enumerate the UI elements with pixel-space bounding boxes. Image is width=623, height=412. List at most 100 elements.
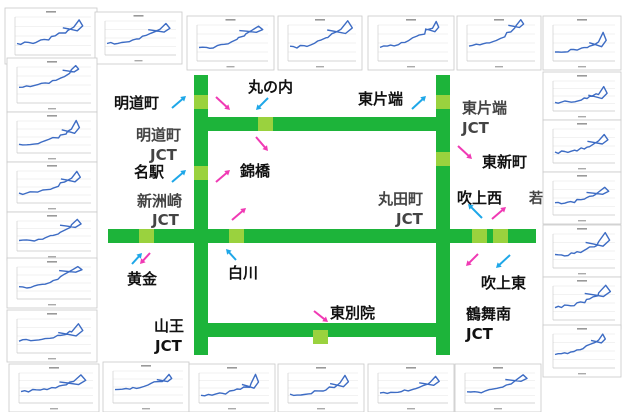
thumbnail-plot (6, 111, 98, 163)
road-vertical-right (436, 75, 450, 355)
label-meidocho-jct-line1: 明道町 (136, 126, 181, 144)
exit-ramp-arrow (215, 96, 230, 110)
sensor-meidocho (194, 95, 208, 109)
plot-series-line (466, 374, 528, 394)
plot-series-line (200, 373, 260, 397)
label-shinsuzaki-jct-line2: JCT (151, 211, 180, 229)
thumbnail-plot (186, 15, 275, 71)
plot-axis-label-mark (578, 168, 586, 170)
sensor-meieki (194, 166, 208, 180)
plot-series-line (18, 64, 80, 88)
plot-axis-label-mark (142, 408, 150, 410)
label-nishikibashi: 錦橋 (239, 162, 271, 180)
thumbnail-plot (94, 11, 183, 65)
plot-series-line (18, 323, 84, 342)
sensor-marunouchi (258, 117, 273, 131)
plot-title-mark (577, 75, 587, 77)
entry-ramp-arrow (468, 204, 483, 219)
thumbnail-plot (6, 211, 98, 261)
exit-ramp-arrow (457, 145, 472, 159)
plot-series-line (16, 19, 84, 46)
exit-ramp-arrow (231, 208, 246, 221)
plot-axis-label-mark (48, 358, 56, 360)
thumbnail-plot (6, 57, 98, 113)
label-higashishinmachi: 東新町 (482, 153, 527, 171)
thumbnail-plot (456, 15, 542, 71)
thumbnail-plot (8, 363, 100, 412)
sensor-kogane (139, 229, 154, 243)
plot-title-mark (47, 215, 57, 217)
plot-title-mark (49, 367, 59, 369)
thumbnail-plot (542, 276, 622, 330)
plot-title-mark (47, 313, 57, 315)
plot-series-line (18, 119, 81, 146)
plot-title-mark (406, 19, 416, 21)
label-meidocho-jct-line2: JCT (149, 146, 178, 164)
detector-markers (139, 95, 508, 344)
plot-axis-label-mark (48, 256, 56, 258)
label-sanno-jct-line1: 山王 (154, 317, 184, 335)
plot-title-mark (577, 175, 587, 177)
label-marutamachi-jct-line1: 丸田町 (377, 190, 423, 208)
plot-axis-label-mark (407, 66, 415, 68)
thumbnail-plot (367, 363, 455, 412)
entry-ramp-arrow (256, 97, 269, 110)
label-fukiagenishi: 吹上西 (457, 189, 502, 207)
thumbnail-plot (277, 15, 363, 71)
sensor-higashibetsuin (313, 330, 328, 344)
plot-axis-label-mark (494, 408, 502, 410)
thumbnail-plot (542, 224, 622, 278)
plot-series-line (379, 20, 440, 49)
sensor-shirakawa (229, 229, 244, 243)
plot-axis-label-mark (48, 108, 56, 110)
plot-title-mark (227, 367, 237, 369)
plot-series-line (554, 186, 610, 205)
label-marunouchi: 丸の内 (247, 78, 293, 96)
plot-axis-label-mark (407, 408, 415, 410)
entry-ramp-arrow (171, 96, 186, 109)
plot-axis-label-mark (316, 66, 324, 68)
plot-axis-label-mark (50, 408, 58, 410)
label-sanno-jct-line2: JCT (154, 337, 183, 355)
plot-series-line (555, 31, 607, 53)
plot-title-mark (46, 11, 56, 13)
label-marutamachi-jct-line2: JCT (395, 210, 424, 228)
entry-ramp-arrow (496, 254, 511, 268)
label-tsurumaiminami-jct-line1: 鶴舞南 (466, 305, 511, 323)
sensor-higashikataha (436, 95, 450, 109)
exit-ramp-arrow (255, 136, 268, 151)
plot-axis-label-mark (228, 408, 236, 410)
thumbnail-plot (6, 161, 98, 213)
plot-title-mark (47, 165, 57, 167)
label-meieki: 名駅 (134, 163, 165, 181)
entry-ramp-arrow (411, 96, 426, 110)
thumbnail-plot (454, 363, 542, 412)
label-shirakawa: 白川 (228, 264, 258, 282)
plot-title-mark (493, 367, 503, 369)
thumbnail-plot (542, 324, 622, 378)
place-labels: 明道町 丸の内 東片端 東片端 JCT 明道町 JCT 東新町 名駅 錦橋 新洲… (114, 78, 543, 355)
exit-ramp-arrow (466, 253, 479, 266)
plot-axis-label-mark (317, 408, 325, 410)
plot-series-line (554, 284, 612, 309)
plot-title-mark (47, 115, 57, 117)
plot-title-mark (141, 365, 151, 367)
plot-axis-label-mark (578, 116, 586, 118)
plot-title-mark (577, 280, 587, 282)
road-horizontal-top (194, 117, 450, 131)
thumbnail-plot (102, 361, 190, 412)
plot-axis-label-mark (578, 66, 586, 68)
label-clipped-char: 若 (528, 190, 543, 207)
thumbnail-plot (542, 15, 622, 71)
thumbnail-plot (542, 171, 622, 225)
label-higashikataha-jct-line1: 東片端 (462, 99, 507, 117)
plot-axis-label-mark (48, 208, 56, 210)
plot-series-line (114, 373, 173, 391)
plot-series-line (554, 85, 608, 104)
plot-title-mark (225, 19, 236, 21)
thumbnail-plot (542, 71, 622, 121)
thumbnail-plot (542, 119, 622, 173)
exit-ramp-arrow (215, 170, 230, 183)
plot-series-line (289, 20, 353, 49)
